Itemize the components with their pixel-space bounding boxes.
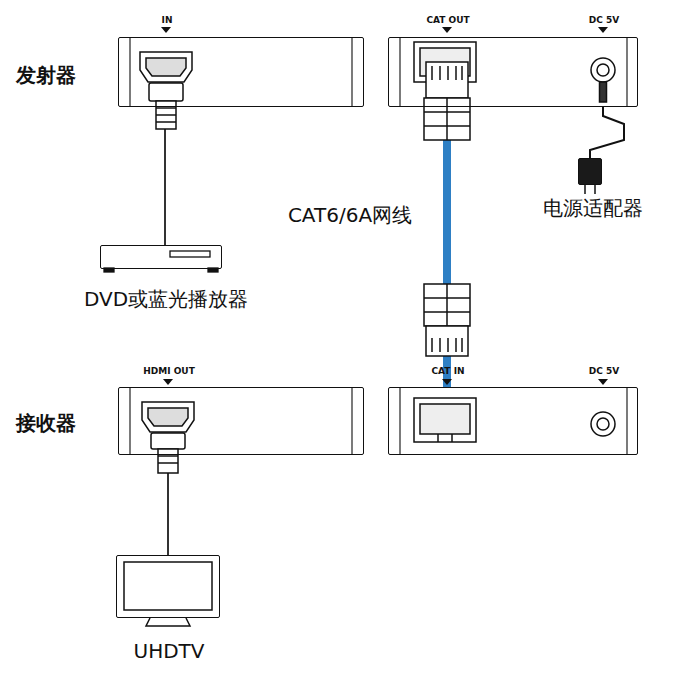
port-label: HDMI OUT [143,367,195,377]
case-details [130,37,627,455]
power-adapter: 电源适配器 [578,158,602,185]
unit-label: 接收器 [16,412,76,434]
dvd-player: DVD或蓝光播放器 [100,245,222,269]
transmitter-rear: CAT OUTDC 5V [388,37,638,107]
tv-details [124,562,212,626]
device-label: DVD或蓝光播放器 [84,288,248,310]
port-label: DC 5V [589,367,619,377]
device-label: UHDTV [134,640,205,662]
dc-jack [591,58,615,436]
unit-label: 发射器 [16,64,76,86]
port-markers [161,27,608,385]
device-label: 电源适配器 [543,197,643,219]
hdmi-port [140,52,192,129]
cable-label: CAT6/6A网线 [286,204,414,226]
port-label: IN [162,16,173,26]
rj45-port [414,42,476,140]
power-cable [590,107,624,158]
port-label: CAT IN [431,367,464,377]
port-label: DC 5V [589,16,619,26]
port-label: CAT OUT [426,16,469,26]
adapter-prongs [585,184,595,194]
receiver-rear: CAT INDC 5V [388,387,638,455]
transmitter-front: IN [118,37,364,107]
receiver-front: HDMI OUT [118,387,364,455]
hdmi-port [142,402,194,473]
television: UHDTV [116,555,220,618]
rj45-plug [414,284,476,442]
